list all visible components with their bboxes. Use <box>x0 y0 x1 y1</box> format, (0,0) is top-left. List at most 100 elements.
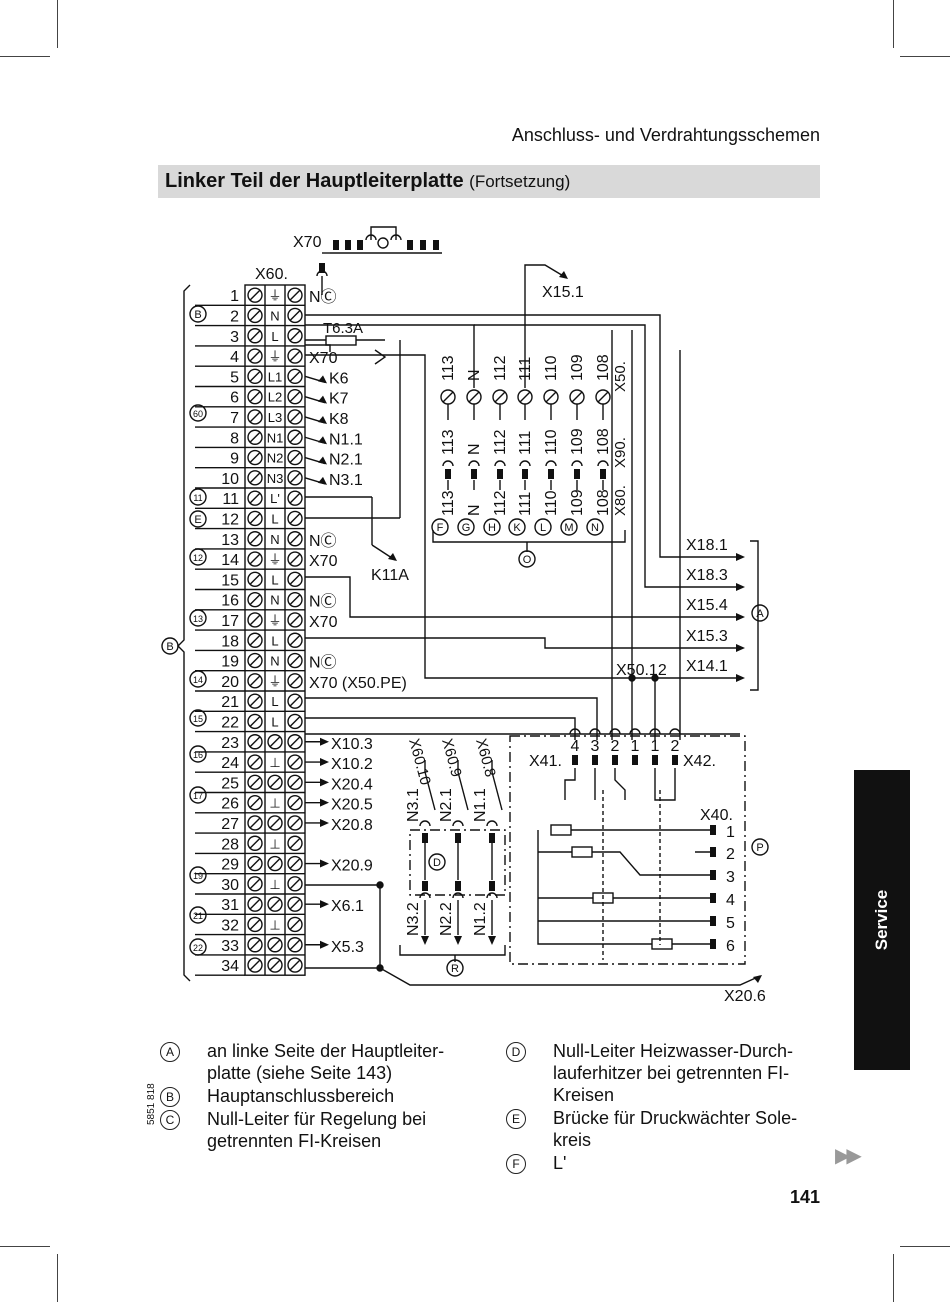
n-lower-label: N2.2 <box>438 902 455 936</box>
lower-marker <box>431 518 449 536</box>
relay-contact <box>654 768 676 801</box>
socket-icon <box>486 820 498 827</box>
arrow-icon <box>320 940 329 949</box>
screw-slot <box>269 858 281 870</box>
screw-slot <box>249 614 261 626</box>
terminal-marking: L3 <box>268 410 282 425</box>
relay-coil-icon <box>571 846 593 858</box>
group-marker-text: 14 <box>193 675 203 685</box>
socket-icon <box>629 728 641 735</box>
plug-icon <box>422 881 428 891</box>
group-marker-text: B <box>166 641 173 653</box>
screw-terminal-icon <box>247 490 263 506</box>
terminal-marking: ⊥ <box>269 917 280 932</box>
screw-terminal-icon <box>247 937 263 953</box>
group-marker <box>189 866 207 884</box>
screw-slot <box>249 878 261 890</box>
terminal-target-label: N3.1 <box>329 472 363 489</box>
plug-icon <box>612 755 618 765</box>
x60-rotated-label: X60.10 <box>405 737 434 787</box>
terminal-number: 20 <box>221 674 239 691</box>
screw-slot <box>249 634 261 646</box>
wire <box>305 354 740 679</box>
socket-icon <box>569 728 581 735</box>
terminal-target-label: X20.8 <box>331 817 373 834</box>
terminal-marking: ⊥ <box>269 877 280 892</box>
terminal-marking: ⊥ <box>269 755 280 770</box>
middle-plug-label: 111 <box>517 431 534 455</box>
socket-icon <box>468 460 480 467</box>
screw-terminal-icon <box>247 815 263 831</box>
socket-icon <box>609 728 621 735</box>
screw-slot <box>289 655 301 667</box>
screw-terminal-icon <box>247 449 263 466</box>
x41-pin: 1 <box>631 738 640 755</box>
lower-plug-label: 109 <box>569 489 586 516</box>
terminal-target-label: K8 <box>329 411 349 428</box>
junction-dot <box>628 674 636 682</box>
screw-terminal-icon <box>287 307 303 324</box>
output-label: X15.4 <box>686 597 728 614</box>
screw-terminal-icon <box>287 632 303 648</box>
screw-slot <box>597 391 609 403</box>
terminal-target-label: NⒸ <box>309 654 337 672</box>
screw-slot <box>289 472 301 484</box>
terminal-number: 25 <box>221 775 239 792</box>
screw-terminal-icon <box>287 896 303 912</box>
plug-icon <box>652 755 658 765</box>
terminal-target-label: K7 <box>329 391 349 408</box>
terminal-marking: L2 <box>268 390 282 405</box>
plug-icon <box>345 240 351 250</box>
socket-icon <box>589 728 601 735</box>
next-page-arrows-icon[interactable]: ▶▶ <box>835 1145 862 1167</box>
service-tab[interactable]: Service <box>854 770 910 1070</box>
screw-slot <box>249 289 261 301</box>
terminal-number: 19 <box>221 654 239 671</box>
plug-icon <box>455 881 461 891</box>
title-sub-text: (Fortsetzung) <box>469 172 571 191</box>
plug-icon <box>632 755 638 765</box>
screw-slot <box>289 675 301 687</box>
n-lower-label: N3.2 <box>405 902 422 936</box>
terminal-number: 27 <box>221 816 239 833</box>
terminal-target-label: X20.5 <box>331 797 373 814</box>
lower-marker-text: H <box>488 522 496 534</box>
crop-mark <box>900 56 950 57</box>
lower-plug-label: 112 <box>492 490 509 516</box>
screw-slot <box>249 512 261 524</box>
screw-terminal-icon <box>287 429 303 445</box>
screw-terminal-icon <box>247 368 263 385</box>
group-marker-text: 13 <box>193 614 203 624</box>
screw-terminal-icon <box>247 409 263 425</box>
screw-terminal-icon <box>287 470 303 486</box>
screw-terminal-icon <box>247 713 263 730</box>
arrow-icon <box>454 936 462 945</box>
screw-slot <box>269 736 281 748</box>
screw-slot <box>249 411 261 423</box>
socket-icon <box>597 460 609 467</box>
crop-mark <box>893 0 894 48</box>
screw-slot <box>249 553 261 565</box>
screw-slot <box>289 634 301 646</box>
relay-contact <box>614 768 626 800</box>
screw-slot <box>289 695 301 707</box>
legend-marker: B <box>160 1087 180 1107</box>
wire <box>305 717 576 740</box>
terminal-marking: N <box>270 593 279 608</box>
terminal-marking: L <box>271 511 278 526</box>
screw-slot <box>494 391 506 403</box>
socket-icon <box>669 728 681 735</box>
screw-slot <box>289 918 301 930</box>
terminal-marking: L <box>271 329 278 344</box>
screw-terminal-icon <box>287 937 303 953</box>
socket-icon <box>316 270 328 277</box>
arrow-icon <box>736 613 745 621</box>
screw-slot <box>249 533 261 545</box>
terminal-target-label: X5.3 <box>331 939 364 956</box>
socket-icon <box>452 820 464 827</box>
arrow-icon <box>318 456 327 465</box>
p-marker-text: P <box>756 842 763 854</box>
ground-symbol-icon <box>377 237 389 249</box>
lower-marker <box>457 518 475 536</box>
screw-slot <box>249 330 261 342</box>
